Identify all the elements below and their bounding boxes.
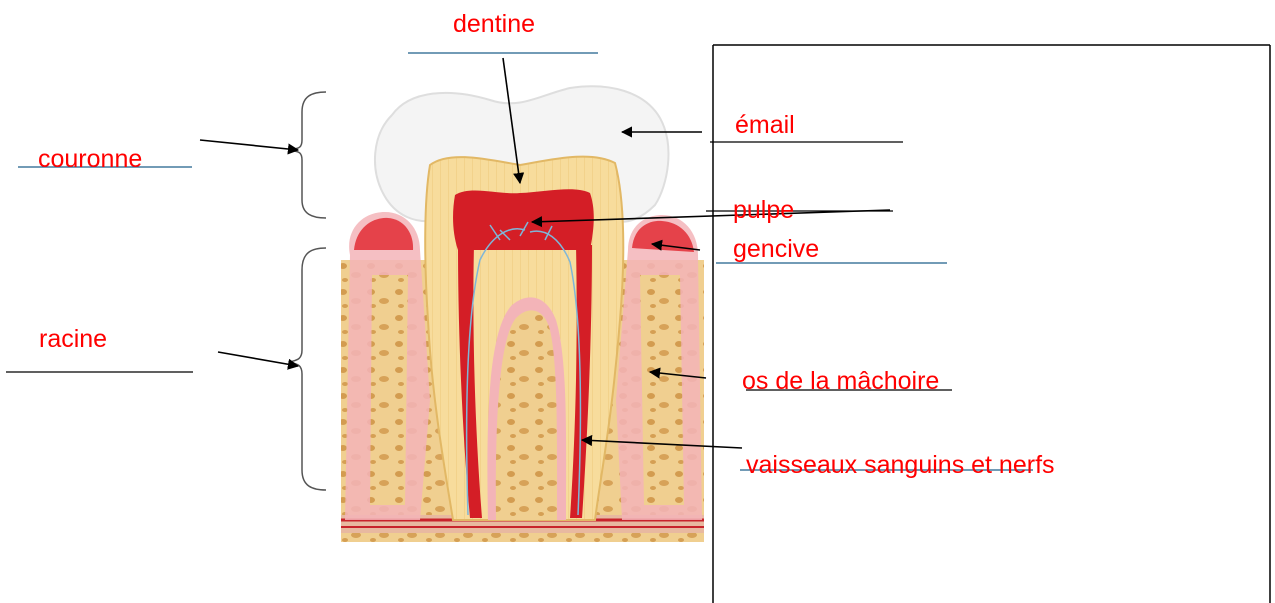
label-dentine: dentine (453, 10, 535, 38)
pulp-chamber (453, 189, 594, 250)
arrow-racine (218, 352, 298, 366)
root-brace (290, 248, 326, 490)
label-gencive: gencive (733, 235, 819, 263)
tooth-illustration (341, 86, 704, 542)
label-email: émail (735, 111, 795, 139)
label-pulpe: pulpe (733, 196, 794, 224)
crown-brace (290, 92, 326, 218)
label-couronne: couronne (38, 145, 142, 173)
label-vaisseaux: vaisseaux sanguins et nerfs (746, 451, 1055, 479)
label-os: os de la mâchoire (742, 367, 939, 395)
label-panel (713, 45, 1270, 603)
arrow-couronne (200, 140, 298, 150)
label-racine: racine (39, 325, 107, 353)
